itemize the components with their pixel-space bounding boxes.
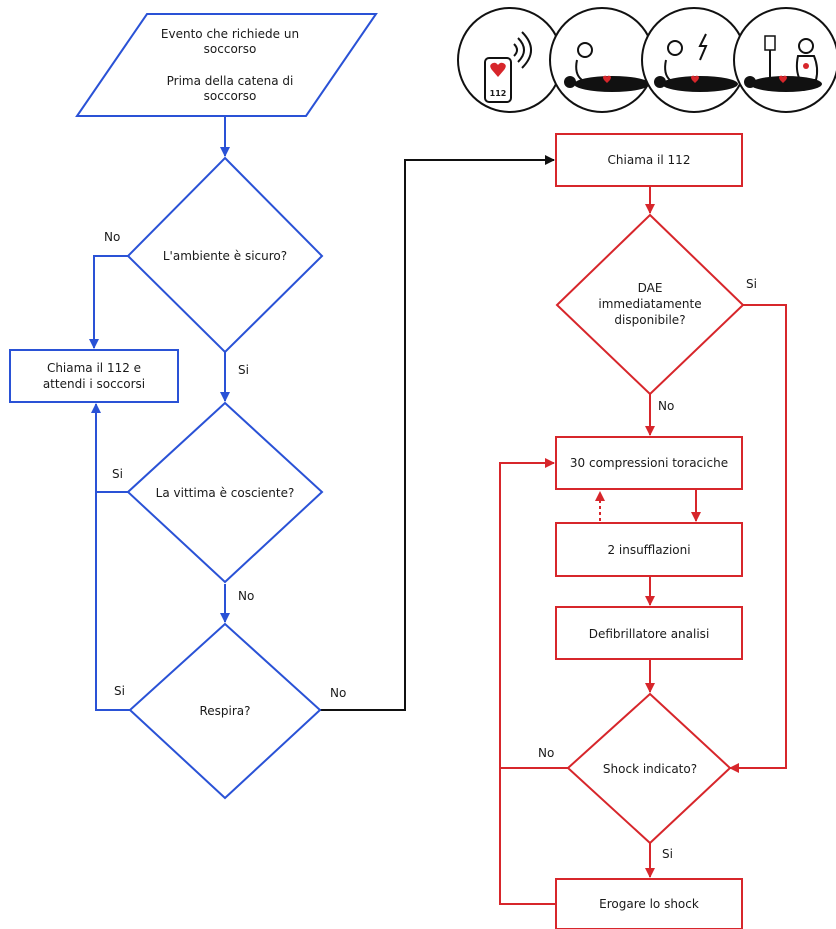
edge-labels: No Si Si No Si No Si No No Si [104, 230, 757, 861]
shock-indicated-decision: Shock indicato? [566, 692, 732, 845]
hospital-care-icon [733, 7, 836, 113]
defibrillator-icon [641, 7, 747, 113]
label-breathes-no: No [330, 686, 346, 700]
label-safe-si: Si [238, 363, 249, 377]
dae-line-3: disponibile? [614, 313, 685, 327]
chest-compressions-label: 30 compressioni toraciche [570, 456, 728, 470]
label-dae-si: Si [746, 277, 757, 291]
insufflations-node: 2 insufflazioni [555, 522, 743, 577]
call-and-wait-line-1: Chiama il 112 e [47, 361, 141, 375]
call-112-node: Chiama il 112 [555, 133, 743, 187]
victim-conscious-decision: La vittima è cosciente? [126, 401, 324, 584]
insufflations-label: 2 insufflazioni [607, 543, 690, 557]
defibrillator-analysis-node: Defibrillatore analisi [555, 606, 743, 660]
label-breathes-si: Si [114, 684, 125, 698]
phone-112-icon: 112 [457, 7, 563, 113]
deliver-shock-label: Erogare lo shock [599, 897, 699, 911]
call-112-label: Chiama il 112 [608, 153, 691, 167]
defibrillator-analysis-label: Defibrillatore analisi [589, 627, 710, 641]
label-shock-no: No [538, 746, 554, 760]
dae-available-decision: DAE immediatamente disponibile? [555, 213, 745, 396]
victim-conscious-label: La vittima è cosciente? [156, 486, 295, 500]
start-line-5: soccorso [204, 89, 257, 103]
start-line-4: Prima della catena di [167, 74, 294, 88]
start-line-2: soccorso [204, 42, 257, 56]
breathes-label: Respira? [199, 704, 250, 718]
breathes-no-connector [320, 155, 555, 711]
deliver-shock-node: Erogare lo shock [555, 878, 743, 929]
call-and-wait-node: Chiama il 112 e attendi i soccorsi [9, 349, 179, 403]
label-safe-no: No [104, 230, 120, 244]
start-line-1: Evento che richiede un [161, 27, 299, 41]
safe-environment-decision: L'ambiente è sicuro? [126, 156, 324, 354]
label-dae-no: No [658, 399, 674, 413]
label-shock-si: Si [662, 847, 673, 861]
label-conscious-no: No [238, 589, 254, 603]
red-connectors [499, 187, 787, 905]
start-node: Evento che richiede un soccorso Prima de… [75, 13, 378, 117]
blue-connectors [89, 116, 230, 711]
breathes-decision: Respira? [128, 622, 322, 800]
chest-compressions-node: 30 compressioni toraciche [555, 436, 743, 490]
label-conscious-si: Si [112, 467, 123, 481]
dae-line-1: DAE [638, 281, 663, 295]
chain-of-survival-illustration: 112 [457, 7, 836, 113]
phone-112-label: 112 [490, 89, 507, 98]
shock-indicated-label: Shock indicato? [603, 762, 697, 776]
safe-environment-label: L'ambiente è sicuro? [163, 249, 287, 263]
call-and-wait-line-2: attendi i soccorsi [43, 377, 145, 391]
cpr-compressions-icon [549, 7, 655, 113]
dae-line-2: immediatamente [598, 297, 701, 311]
